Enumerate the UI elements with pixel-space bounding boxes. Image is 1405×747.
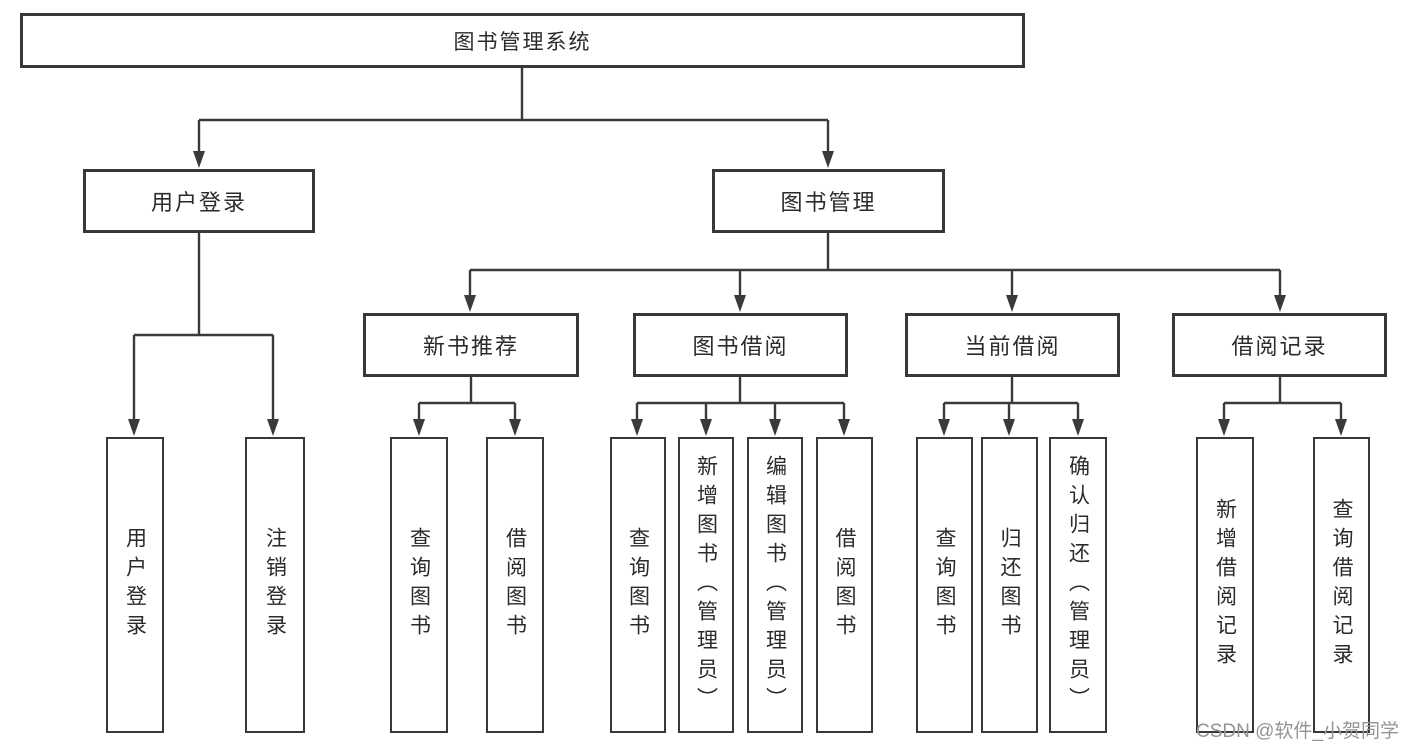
node-book-borrow: 图书借阅 [633, 313, 848, 377]
node-library-management-system: 图书管理系统 [20, 13, 1025, 68]
node-user-login: 用户登录 [83, 169, 315, 233]
leaf-confirm-return-admin: 确认归还（管理员） [1049, 437, 1107, 733]
node-label: 用户登录 [150, 190, 247, 215]
node-label: 新书推荐 [422, 334, 519, 359]
node-label: 借阅记录 [1231, 334, 1328, 359]
leaf-add-borrow-record: 新增借阅记录 [1196, 437, 1254, 733]
leaf-add-books-admin: 新增图书（管理员） [678, 437, 734, 733]
node-book-management: 图书管理 [712, 169, 945, 233]
leaf-logout: 注销登录 [245, 437, 305, 733]
leaf-query-books-recommend: 查询图书 [390, 437, 448, 733]
leaf-query-borrow-record: 查询借阅记录 [1313, 437, 1370, 733]
node-label: 图书借阅 [692, 334, 789, 359]
node-label: 当前借阅 [964, 334, 1061, 359]
node-current-borrow: 当前借阅 [905, 313, 1120, 377]
leaf-query-books-current: 查询图书 [916, 437, 973, 733]
node-borrow-records: 借阅记录 [1172, 313, 1387, 377]
watermark: CSDN @软件_小贺同学 [1196, 721, 1399, 742]
node-label: 图书管理系统 [453, 30, 592, 54]
leaf-query-books-borrow: 查询图书 [610, 437, 666, 733]
leaf-borrow-books: 借阅图书 [816, 437, 873, 733]
node-new-book-recommend: 新书推荐 [363, 313, 579, 377]
node-label: 图书管理 [780, 190, 877, 215]
leaf-user-login: 用户登录 [106, 437, 164, 733]
leaf-borrow-books-recommend: 借阅图书 [486, 437, 544, 733]
leaf-edit-books-admin: 编辑图书（管理员） [747, 437, 803, 733]
leaf-return-books: 归还图书 [981, 437, 1038, 733]
